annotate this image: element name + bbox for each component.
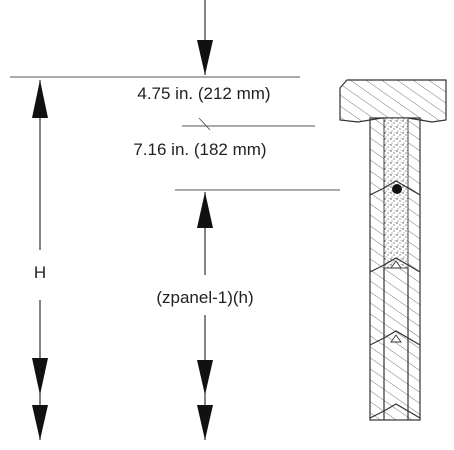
panel-height-label: (zpanel-1)(h) [156, 288, 253, 307]
height-dimension: H [32, 80, 48, 440]
coping-cap [339, 79, 447, 123]
rebar-dot [392, 184, 402, 194]
joint-2 [369, 257, 421, 273]
height-arrow-down-1 [32, 358, 48, 395]
tick-mark [198, 117, 211, 131]
height-arrow-up [32, 80, 48, 118]
top-dimension-label: 4.75 in. (212 mm) [137, 84, 270, 103]
height-arrow-down-2 [32, 405, 48, 440]
notch-1 [390, 260, 402, 269]
joint-3 [369, 330, 421, 346]
joint-1 [369, 180, 421, 196]
joint-4 [369, 403, 421, 419]
extension-lines [10, 76, 340, 191]
panel-arrow-up [197, 192, 213, 228]
panel-dimension: 4.75 in. (212 mm) 7.16 in. (182 mm) (zpa… [133, 0, 271, 440]
mid-dimension-label: 7.16 in. (182 mm) [133, 140, 266, 159]
top-arrow-down [197, 40, 213, 75]
notch-2 [390, 334, 402, 343]
height-label: H [34, 263, 46, 282]
panel-arrow-down-2 [197, 405, 213, 440]
wall-section [339, 79, 447, 421]
panel-arrow-down-1 [197, 360, 213, 395]
